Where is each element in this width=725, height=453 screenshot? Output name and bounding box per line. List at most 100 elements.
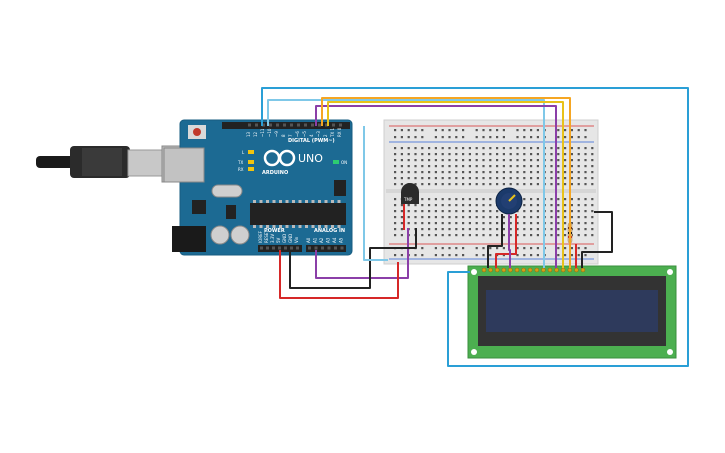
- breadboard-hole[interactable]: [468, 165, 471, 168]
- breadboard-hole[interactable]: [536, 177, 539, 180]
- breadboard-hole[interactable]: [530, 247, 533, 250]
- breadboard-hole[interactable]: [584, 177, 587, 180]
- breadboard-hole[interactable]: [448, 165, 451, 168]
- breadboard-hole[interactable]: [523, 204, 526, 207]
- breadboard-hole[interactable]: [577, 165, 580, 168]
- breadboard-hole[interactable]: [482, 129, 485, 132]
- breadboard-hole[interactable]: [577, 247, 580, 250]
- breadboard-hole[interactable]: [523, 136, 526, 139]
- breadboard-hole[interactable]: [564, 247, 567, 250]
- breadboard-hole[interactable]: [441, 129, 444, 132]
- breadboard-hole[interactable]: [502, 254, 505, 257]
- analog-pin-hole[interactable]: [334, 246, 337, 250]
- breadboard-hole[interactable]: [448, 147, 451, 150]
- breadboard-hole[interactable]: [577, 153, 580, 156]
- breadboard-hole[interactable]: [421, 177, 424, 180]
- digital-pin-hole[interactable]: [255, 123, 258, 127]
- breadboard-hole[interactable]: [536, 228, 539, 231]
- breadboard-hole[interactable]: [448, 159, 451, 162]
- breadboard-hole[interactable]: [564, 254, 567, 257]
- breadboard-hole[interactable]: [475, 247, 478, 250]
- breadboard-hole[interactable]: [462, 198, 465, 201]
- breadboard-hole[interactable]: [414, 171, 417, 174]
- breadboard-hole[interactable]: [394, 177, 397, 180]
- breadboard-hole[interactable]: [584, 136, 587, 139]
- breadboard-hole[interactable]: [550, 210, 553, 213]
- breadboard-hole[interactable]: [482, 254, 485, 257]
- breadboard-hole[interactable]: [407, 204, 410, 207]
- digital-pin-hole[interactable]: [339, 123, 342, 127]
- breadboard-hole[interactable]: [462, 153, 465, 156]
- breadboard-hole[interactable]: [400, 171, 403, 174]
- breadboard-hole[interactable]: [584, 147, 587, 150]
- breadboard-hole[interactable]: [455, 228, 458, 231]
- breadboard-hole[interactable]: [441, 198, 444, 201]
- breadboard-hole[interactable]: [577, 254, 580, 257]
- breadboard-hole[interactable]: [414, 210, 417, 213]
- breadboard-hole[interactable]: [530, 210, 533, 213]
- breadboard-hole[interactable]: [468, 171, 471, 174]
- breadboard-hole[interactable]: [489, 147, 492, 150]
- breadboard-hole[interactable]: [536, 171, 539, 174]
- breadboard-hole[interactable]: [536, 129, 539, 132]
- breadboard-hole[interactable]: [523, 247, 526, 250]
- breadboard-hole[interactable]: [475, 136, 478, 139]
- breadboard-hole[interactable]: [530, 204, 533, 207]
- breadboard-hole[interactable]: [557, 254, 560, 257]
- lcd-pin[interactable]: [514, 267, 520, 273]
- breadboard-hole[interactable]: [489, 204, 492, 207]
- breadboard-hole[interactable]: [523, 171, 526, 174]
- digital-pin-hole[interactable]: [276, 123, 279, 127]
- breadboard-hole[interactable]: [441, 234, 444, 237]
- breadboard-hole[interactable]: [564, 159, 567, 162]
- breadboard-hole[interactable]: [570, 247, 573, 250]
- breadboard-hole[interactable]: [407, 159, 410, 162]
- breadboard-hole[interactable]: [584, 210, 587, 213]
- breadboard-hole[interactable]: [564, 183, 567, 186]
- breadboard-hole[interactable]: [523, 210, 526, 213]
- breadboard-hole[interactable]: [591, 216, 594, 219]
- breadboard-hole[interactable]: [407, 136, 410, 139]
- breadboard-hole[interactable]: [394, 183, 397, 186]
- breadboard-hole[interactable]: [564, 198, 567, 201]
- breadboard-hole[interactable]: [394, 216, 397, 219]
- breadboard-hole[interactable]: [482, 165, 485, 168]
- breadboard-hole[interactable]: [400, 153, 403, 156]
- breadboard-hole[interactable]: [441, 210, 444, 213]
- breadboard-hole[interactable]: [516, 177, 519, 180]
- breadboard-hole[interactable]: [489, 216, 492, 219]
- breadboard-hole[interactable]: [482, 153, 485, 156]
- breadboard-hole[interactable]: [536, 210, 539, 213]
- breadboard-hole[interactable]: [502, 136, 505, 139]
- breadboard-hole[interactable]: [475, 228, 478, 231]
- breadboard-hole[interactable]: [434, 183, 437, 186]
- breadboard-hole[interactable]: [482, 171, 485, 174]
- breadboard-hole[interactable]: [482, 136, 485, 139]
- analog-pin-hole[interactable]: [308, 246, 311, 250]
- breadboard-hole[interactable]: [509, 234, 512, 237]
- breadboard-hole[interactable]: [489, 210, 492, 213]
- breadboard-hole[interactable]: [455, 165, 458, 168]
- breadboard-hole[interactable]: [536, 222, 539, 225]
- breadboard-hole[interactable]: [591, 198, 594, 201]
- breadboard-hole[interactable]: [414, 254, 417, 257]
- lcd-pin[interactable]: [574, 267, 579, 273]
- breadboard-hole[interactable]: [400, 228, 403, 231]
- breadboard-hole[interactable]: [584, 204, 587, 207]
- breadboard-hole[interactable]: [462, 254, 465, 257]
- breadboard-hole[interactable]: [516, 234, 519, 237]
- breadboard-hole[interactable]: [570, 222, 573, 225]
- breadboard-hole[interactable]: [434, 204, 437, 207]
- breadboard-hole[interactable]: [557, 247, 560, 250]
- breadboard-hole[interactable]: [400, 129, 403, 132]
- breadboard-hole[interactable]: [414, 222, 417, 225]
- lcd-pin[interactable]: [534, 267, 540, 273]
- breadboard-hole[interactable]: [407, 153, 410, 156]
- breadboard-hole[interactable]: [591, 234, 594, 237]
- breadboard-hole[interactable]: [448, 177, 451, 180]
- breadboard-hole[interactable]: [462, 204, 465, 207]
- breadboard-hole[interactable]: [434, 254, 437, 257]
- breadboard-hole[interactable]: [448, 183, 451, 186]
- breadboard-hole[interactable]: [428, 183, 431, 186]
- breadboard-hole[interactable]: [455, 159, 458, 162]
